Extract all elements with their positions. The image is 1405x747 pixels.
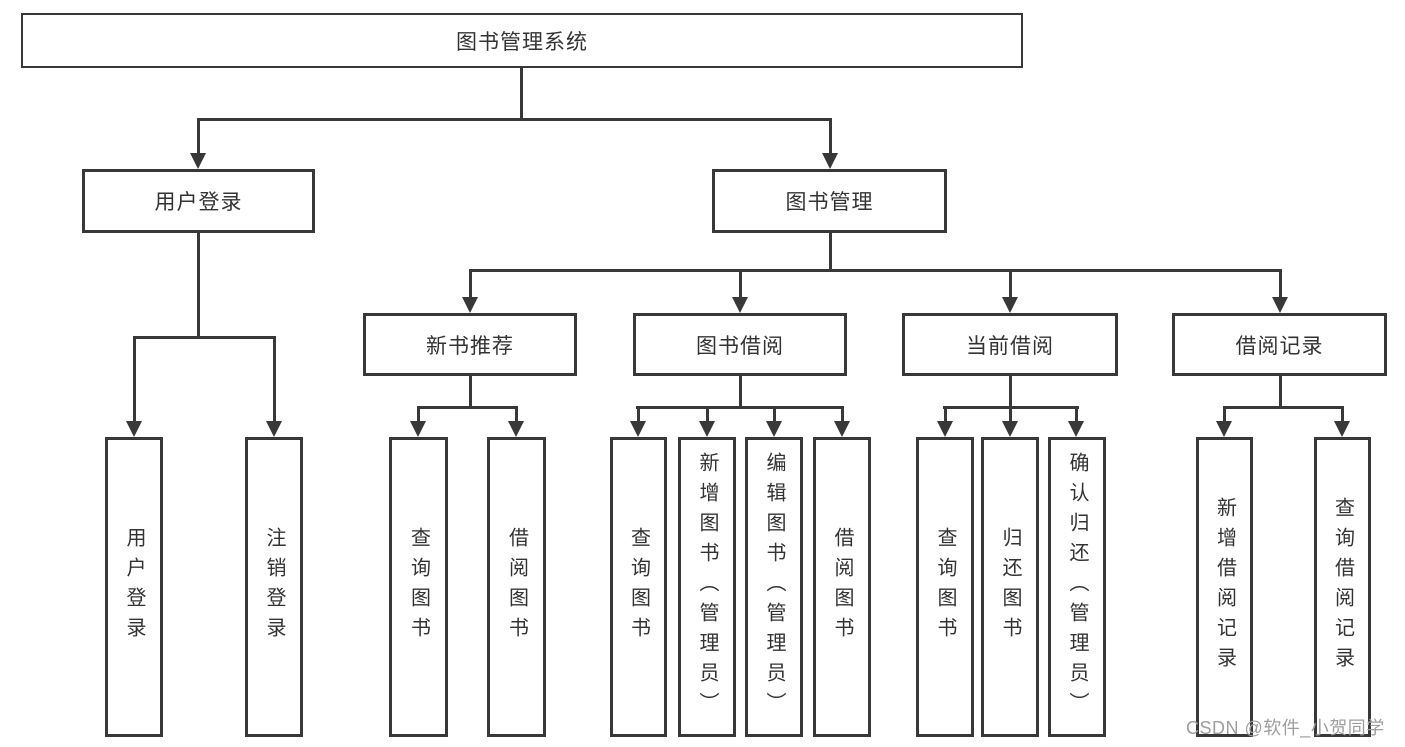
- arrowhead-down: [1068, 421, 1084, 437]
- node-label-current-borrow: 当前借阅: [966, 334, 1054, 358]
- leaf-box-query-books-current: 查询图书: [916, 437, 974, 737]
- connector-line: [1279, 269, 1282, 298]
- arrowhead-down: [699, 421, 715, 437]
- node-box-book-management: 图书管理: [712, 169, 947, 233]
- arrowhead-down: [1002, 297, 1018, 313]
- connector-line: [1223, 406, 1344, 409]
- arrowhead-down: [766, 421, 782, 437]
- node-box-book-borrow: 图书借阅: [633, 313, 847, 376]
- arrowhead-down: [1334, 421, 1350, 437]
- connector-line: [515, 406, 518, 422]
- leaf-label-confirm-return-admin: 确认归还（管理员）: [1066, 452, 1088, 722]
- arrowhead-down: [630, 421, 646, 437]
- leaf-box-query-books-recommend: 查询图书: [389, 437, 448, 737]
- leaf-label-query-books-borrow: 查询图书: [627, 527, 650, 647]
- leaf-label-edit-books-admin: 编辑图书（管理员）: [763, 452, 785, 722]
- connector-line: [1279, 375, 1282, 408]
- leaf-label-borrow-books-recommend: 借阅图书: [505, 527, 528, 647]
- connector-line: [706, 406, 709, 422]
- node-box-current-borrow: 当前借阅: [902, 313, 1118, 376]
- leaf-label-query-books-recommend: 查询图书: [407, 527, 430, 647]
- node-box-book-system: 图书管理系统: [21, 13, 1023, 68]
- connector-line: [133, 336, 136, 422]
- arrowhead-down: [822, 153, 838, 169]
- arrowhead-down: [1216, 421, 1232, 437]
- connector-line: [197, 118, 832, 121]
- connector-line: [417, 406, 420, 422]
- leaf-box-return-books: 归还图书: [981, 437, 1039, 737]
- connector-line: [773, 406, 776, 422]
- connector-line: [273, 336, 276, 422]
- connector-line: [469, 269, 1282, 272]
- leaf-box-add-books-admin: 新增图书（管理员）: [678, 437, 736, 737]
- node-box-user-login: 用户登录: [82, 169, 315, 233]
- arrowhead-down: [732, 297, 748, 313]
- arrowhead-down: [266, 421, 282, 437]
- connector-line: [469, 269, 472, 298]
- node-box-new-book-recommend: 新书推荐: [363, 313, 577, 376]
- leaf-label-query-books-current: 查询图书: [934, 527, 956, 647]
- connector-line: [739, 269, 742, 298]
- leaf-box-edit-books-admin: 编辑图书（管理员）: [745, 437, 803, 737]
- leaf-box-query-borrow-record: 查询借阅记录: [1314, 437, 1371, 737]
- leaf-label-add-borrow-record: 新增借阅记录: [1213, 497, 1236, 677]
- arrowhead-down: [937, 421, 953, 437]
- connector-line: [944, 406, 947, 422]
- node-label-user-login: 用户登录: [154, 191, 243, 214]
- arrowhead-down: [410, 421, 426, 437]
- leaf-box-add-borrow-record: 新增借阅记录: [1196, 437, 1253, 737]
- leaf-box-query-books-borrow: 查询图书: [610, 437, 667, 737]
- leaf-box-user-login: 用户登录: [105, 437, 163, 737]
- leaf-box-confirm-return-admin: 确认归还（管理员）: [1048, 437, 1106, 737]
- connector-line: [1009, 269, 1012, 298]
- connector-line: [197, 232, 200, 338]
- connector-line: [841, 406, 844, 422]
- connector-line: [1009, 406, 1012, 422]
- leaf-label-query-borrow-record: 查询借阅记录: [1331, 497, 1354, 677]
- leaf-box-borrow-books-recommend: 借阅图书: [487, 437, 546, 737]
- leaf-box-borrow-books: 借阅图书: [813, 437, 871, 737]
- arrowhead-down: [1272, 297, 1288, 313]
- arrowhead-down: [508, 421, 524, 437]
- arrowhead-down: [834, 421, 850, 437]
- arrowhead-down: [462, 297, 478, 313]
- connector-line: [739, 375, 742, 408]
- node-label-book-management: 图书管理: [785, 191, 874, 214]
- arrowhead-down: [1002, 421, 1018, 437]
- connector-line: [637, 406, 640, 422]
- leaf-label-borrow-books: 借阅图书: [831, 527, 853, 647]
- node-label-book-system: 图书管理系统: [456, 30, 588, 54]
- connector-line: [1075, 406, 1078, 422]
- connector-line: [417, 406, 518, 409]
- node-label-new-book-recommend: 新书推荐: [426, 334, 514, 358]
- watermark-text: CSDN @软件_小贺同学: [1186, 718, 1385, 738]
- connector-line: [636, 406, 844, 409]
- leaf-label-user-login: 用户登录: [123, 527, 145, 647]
- connector-line: [133, 336, 276, 339]
- leaf-box-logout: 注销登录: [245, 437, 303, 737]
- connector-line: [1341, 406, 1344, 422]
- connector-line: [1223, 406, 1226, 422]
- node-label-borrow-records: 借阅记录: [1235, 334, 1324, 358]
- leaf-label-return-books: 归还图书: [999, 527, 1021, 647]
- arrowhead-down: [126, 421, 142, 437]
- connector-line: [197, 118, 200, 154]
- connector-line: [469, 375, 472, 408]
- connector-line: [829, 118, 832, 154]
- leaf-label-logout: 注销登录: [263, 527, 285, 647]
- node-label-book-borrow: 图书借阅: [696, 334, 784, 358]
- connector-line: [1009, 375, 1012, 408]
- leaf-label-add-books-admin: 新增图书（管理员）: [696, 452, 718, 722]
- connector-line: [520, 67, 523, 120]
- node-box-borrow-records: 借阅记录: [1172, 313, 1387, 376]
- connector-line: [829, 232, 832, 272]
- arrowhead-down: [190, 153, 206, 169]
